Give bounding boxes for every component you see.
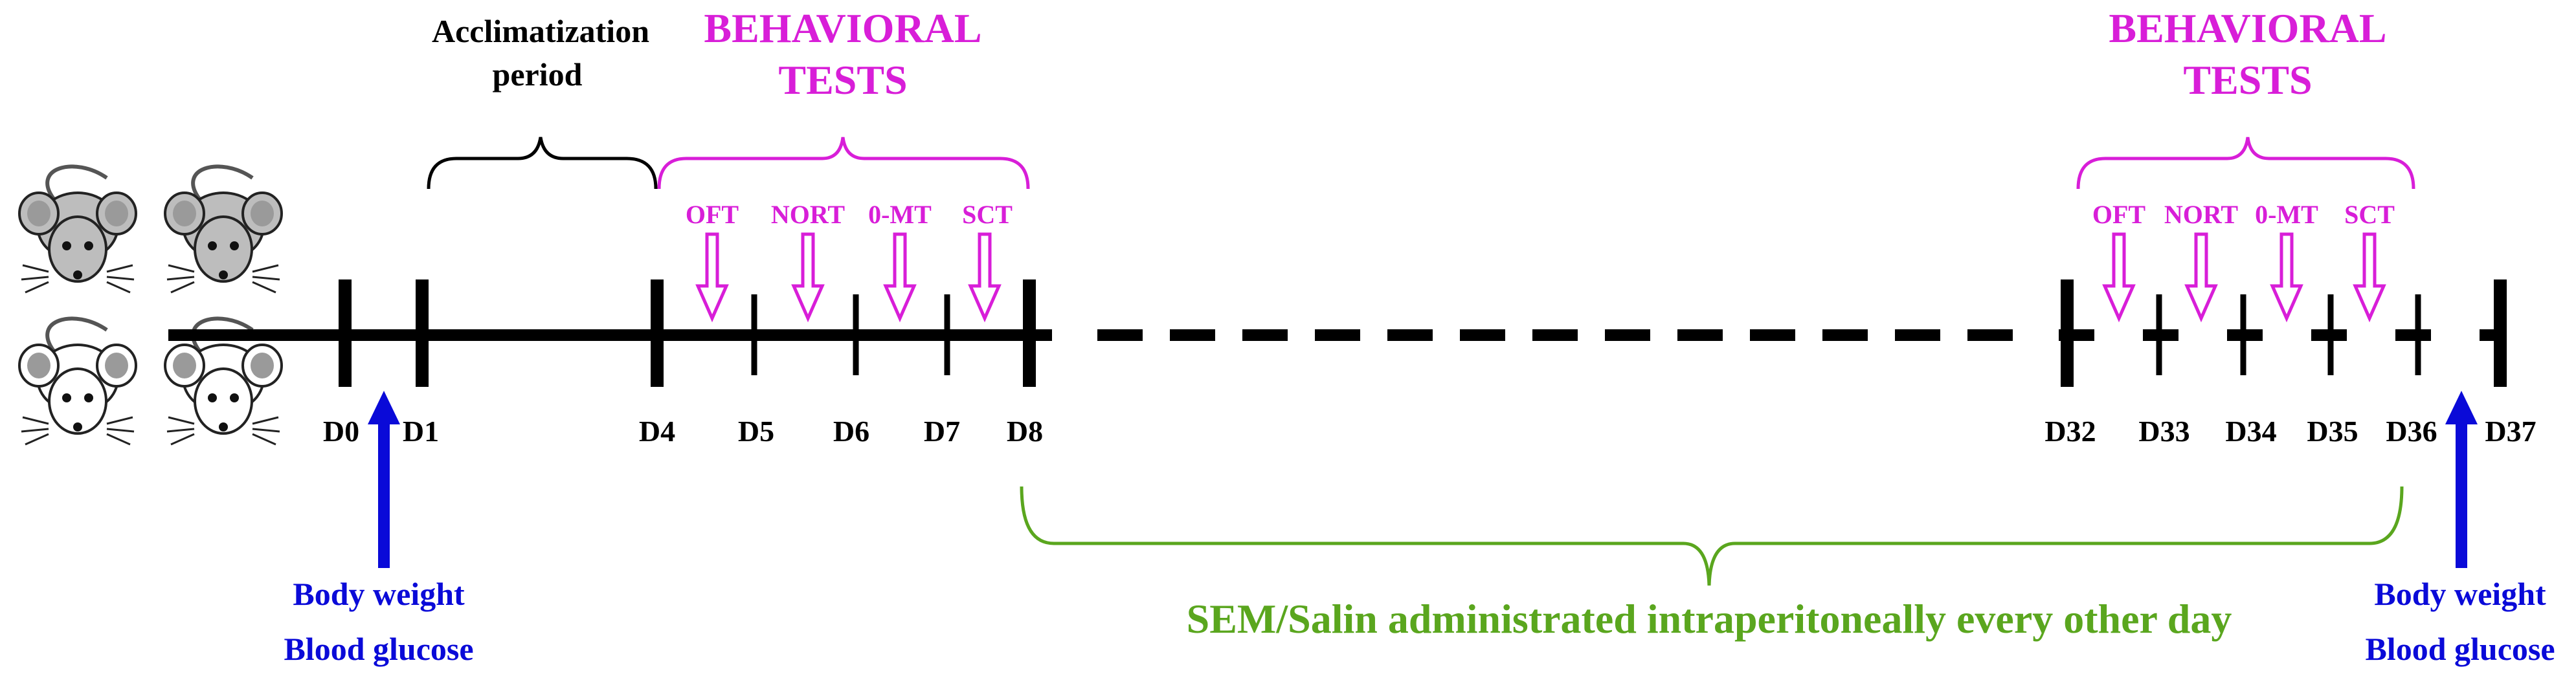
down-arrow-icon bbox=[883, 232, 917, 323]
day-label: D6 bbox=[833, 415, 869, 448]
down-arrow-icon bbox=[2102, 232, 2136, 323]
acclimatization-label: Acclimatization bbox=[432, 13, 649, 49]
test-arrows-right bbox=[2102, 232, 2386, 323]
test-label: OFT bbox=[2092, 200, 2146, 229]
day-label: D1 bbox=[403, 415, 439, 448]
measure-arrow-left bbox=[368, 391, 400, 568]
up-arrow-icon bbox=[2456, 421, 2467, 568]
day-labels: D0 D1 D4 D5 D6 D7 D8 D32 D33 D34 D35 D36… bbox=[323, 415, 2537, 448]
measure-left-label: Body weight bbox=[293, 576, 465, 612]
day-label: D7 bbox=[924, 415, 960, 448]
white-mouse-icon bbox=[19, 318, 136, 444]
day-label: D34 bbox=[2225, 415, 2276, 448]
day-label: D8 bbox=[1007, 415, 1043, 448]
test-arrows-left bbox=[695, 232, 1002, 323]
measure-arrow-right bbox=[2445, 391, 2478, 568]
test-label: SCT bbox=[962, 200, 1013, 229]
gray-mouse-icon bbox=[19, 166, 136, 292]
behavioral-tests-title-left-line2: TESTS bbox=[778, 57, 907, 103]
down-arrow-icon bbox=[968, 232, 1002, 323]
test-label: NORT bbox=[2164, 200, 2238, 229]
down-arrow-icon bbox=[695, 232, 729, 323]
day-label: D4 bbox=[639, 415, 675, 448]
day-label: D33 bbox=[2138, 415, 2190, 448]
day-label: D32 bbox=[2044, 415, 2096, 448]
test-label: SCT bbox=[2344, 200, 2395, 229]
treatment-brace bbox=[1020, 486, 2404, 586]
down-arrow-icon bbox=[791, 232, 825, 323]
day-label: D0 bbox=[323, 415, 359, 448]
gray-mouse-icon bbox=[165, 166, 282, 292]
day-label: D35 bbox=[2307, 415, 2358, 448]
test-label: 0-MT bbox=[2255, 200, 2318, 229]
behavioral-tests-title-right-line2: TESTS bbox=[2183, 57, 2312, 103]
day-label: D36 bbox=[2386, 415, 2437, 448]
down-arrow-icon bbox=[2353, 232, 2386, 323]
test-labels-left: OFT NORT 0-MT SCT bbox=[686, 200, 1013, 229]
behavioral-tests-title-left: BEHAVIORAL bbox=[704, 5, 981, 51]
acclimatization-label-line2: period bbox=[493, 56, 583, 93]
test-labels-right: OFT NORT 0-MT SCT bbox=[2092, 200, 2395, 229]
behavioral-brace-left bbox=[657, 137, 1030, 190]
acclimatization-brace bbox=[427, 137, 658, 190]
test-label: NORT bbox=[771, 200, 845, 229]
behavioral-brace-right bbox=[2076, 137, 2415, 190]
test-label: OFT bbox=[686, 200, 739, 229]
measure-right-label: Body weight bbox=[2374, 576, 2546, 612]
behavioral-tests-title-right: BEHAVIORAL bbox=[2109, 5, 2386, 51]
down-arrow-icon bbox=[2270, 232, 2303, 323]
measure-left-label-line2: Blood glucose bbox=[284, 631, 473, 667]
down-arrow-icon bbox=[2184, 232, 2218, 323]
measure-right-label-line2: Blood glucose bbox=[2365, 631, 2555, 667]
day-label: D5 bbox=[738, 415, 774, 448]
treatment-label: SEM/Salin administrated intraperitoneall… bbox=[1187, 596, 2232, 642]
major-ticks bbox=[339, 279, 2507, 387]
test-label: 0-MT bbox=[868, 200, 932, 229]
up-arrow-icon bbox=[378, 421, 390, 568]
minor-ticks bbox=[751, 294, 2421, 375]
day-label: D37 bbox=[2485, 415, 2536, 448]
